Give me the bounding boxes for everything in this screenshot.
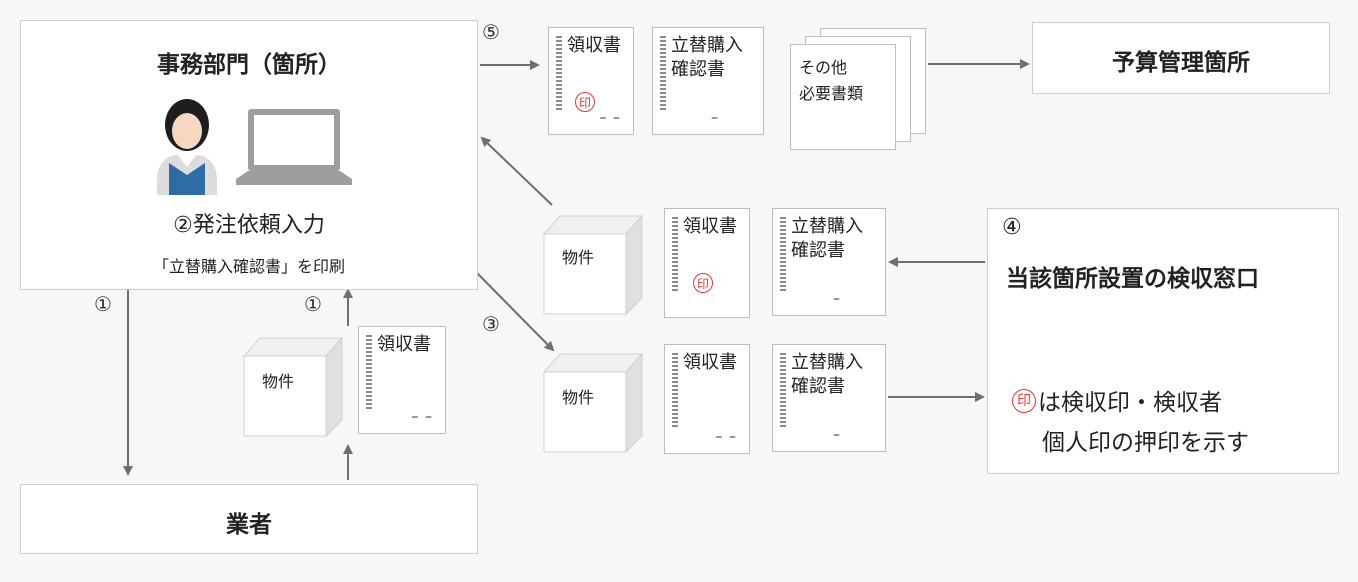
receipt-label: 領収書 xyxy=(567,35,621,56)
inspection-box: ④ 当該箇所設置の検収窓口 印 は検収印・検収者 個人印の押印を示す xyxy=(987,208,1339,474)
goods-cube-low xyxy=(542,352,644,454)
inspection-step-number: ④ xyxy=(1002,215,1022,240)
order-step-label: ②発注依頼入力 xyxy=(173,213,325,238)
doc-stripe xyxy=(672,217,678,293)
receipt-doc-mid: 領収書 印 xyxy=(664,208,750,318)
seal-icon-legend: 印 xyxy=(1012,389,1036,413)
vendor-box: 業者 xyxy=(20,484,478,554)
doc-stripe xyxy=(556,36,562,110)
step-1-down: ① xyxy=(94,292,112,316)
confirm-label: 立替購入 確認書 xyxy=(671,35,743,80)
inspection-title: 当該箇所設置の検収窓口 xyxy=(1006,266,1259,292)
office-title: 事務部門（箇所） xyxy=(157,52,341,78)
doc-dashes: – xyxy=(833,427,841,443)
doc-dashes: – xyxy=(833,291,841,307)
receipt-label: 領収書 xyxy=(377,334,431,355)
inspection-legend-line2: 個人印の押印を示す xyxy=(1042,430,1249,456)
confirm-doc-top: 立替購入 確認書 – xyxy=(652,27,764,135)
doc-dashes: – xyxy=(711,110,719,126)
doc-dashes: – – xyxy=(715,429,737,445)
doc-stripe xyxy=(780,353,786,427)
step-1-up: ① xyxy=(304,292,322,316)
other-docs-label: その他 必要書類 xyxy=(799,58,864,103)
doc-dashes: – – xyxy=(599,110,621,126)
confirm-label: 立替購入 確認書 xyxy=(791,216,863,261)
budget-box: 予算管理箇所 xyxy=(1032,22,1330,94)
goods-label-mid: 物件 xyxy=(562,248,595,267)
confirm-doc-mid: 立替購入 確認書 – xyxy=(772,208,886,316)
arrow-office-to-inspection-items xyxy=(475,271,555,352)
laptop-icon xyxy=(236,109,352,185)
doc-stripe xyxy=(672,353,678,429)
goods-label-vendor: 物件 xyxy=(262,372,295,391)
receipt-doc-top: 領収書 印 – – xyxy=(548,27,634,135)
seal-icon: 印 xyxy=(693,273,713,293)
doc-stripe xyxy=(780,217,786,291)
person-icon xyxy=(157,99,217,195)
receipt-label: 領収書 xyxy=(683,216,737,237)
goods-cube-vendor xyxy=(242,336,344,438)
doc-stripe xyxy=(366,335,372,409)
vendor-label: 業者 xyxy=(226,512,272,538)
seal-icon: 印 xyxy=(575,92,595,112)
doc-stripe xyxy=(660,36,666,110)
confirm-doc-low: 立替購入 確認書 – xyxy=(772,344,886,452)
goods-cube-mid xyxy=(542,214,644,316)
step-3: ③ xyxy=(482,312,500,336)
goods-label-low: 物件 xyxy=(562,388,595,407)
receipt-label: 領収書 xyxy=(683,352,737,373)
receipt-doc-vendor: 領収書 – – xyxy=(358,326,446,434)
print-note: 「立替購入確認書」を印刷 xyxy=(152,257,345,276)
arrow-return-to-office xyxy=(480,136,553,206)
step-5: ⑤ xyxy=(482,20,500,44)
budget-label: 予算管理箇所 xyxy=(1112,50,1250,76)
confirm-label: 立替購入 確認書 xyxy=(791,352,863,397)
office-box: 事務部門（箇所） ②発注依頼入力 「立替購入確認書」を印刷 xyxy=(20,20,478,290)
inspection-legend-line1: は検収印・検収者 xyxy=(1038,390,1222,416)
doc-dashes: – – xyxy=(411,409,433,425)
other-docs: その他 必要書類 xyxy=(790,44,896,150)
receipt-doc-low: 領収書 – – xyxy=(664,344,750,454)
